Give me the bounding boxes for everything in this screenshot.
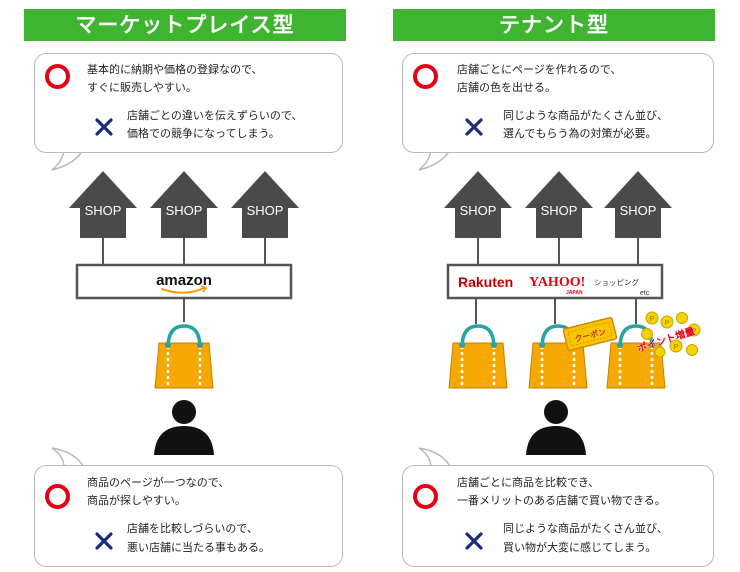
good-point-line-1: 店舗ごとにページを作れるので、 — [457, 63, 622, 76]
point-coins-icon: P P P P ポイント増量 — [635, 311, 701, 358]
shop-icon — [150, 171, 218, 238]
shop-label: SHOP — [85, 203, 122, 218]
circle-good-icon — [45, 484, 70, 509]
cross-bad-icon — [465, 118, 483, 136]
etc-label: etc — [640, 290, 650, 297]
circle-good-icon — [413, 484, 438, 509]
yahoo-japan-label: JAPAN — [566, 290, 583, 296]
good-point-line-2: すぐに販売しやすい。 — [87, 81, 197, 94]
marketplace-merchant-bubble: 基本的に納期や価格の登録なので、 すぐに販売しやすい。 店舗ごとの違いを伝えずら… — [34, 53, 343, 153]
svg-text:P: P — [674, 344, 679, 351]
good-point-line-2: 商品が探しやすい。 — [87, 494, 186, 507]
bad-point-line-1: 同じような商品がたくさん並び、 — [503, 109, 668, 122]
good-point-line-1: 基本的に納期や価格の登録なので、 — [87, 63, 263, 76]
tenant-customer-bubble: 店舗ごとに商品を比較でき、 一番メリットのある店舗で買い物できる。 同じような商… — [402, 465, 714, 567]
shop-icon — [444, 171, 512, 238]
good-point-line-2: 店舗の色を出せる。 — [457, 81, 556, 94]
shop-icon — [604, 171, 672, 238]
amazon-logo: amazon — [156, 272, 212, 289]
good-point-line-2: 一番メリットのある店舗で買い物できる。 — [457, 494, 666, 507]
customer-person-icon — [526, 400, 586, 455]
marketplace-title: マーケットプレイス型 — [24, 9, 346, 41]
bad-point-line-2: 価格での競争になってしまう。 — [127, 127, 280, 140]
coupon-ticket-icon: クーポン — [562, 316, 618, 352]
marketplace-diagram: SHOP SHOP SHOP amazon — [69, 171, 299, 455]
svg-text:P: P — [650, 316, 655, 323]
tenant-diagram: SHOP SHOP SHOP Rakuten YAHOO! JAPAN ショッピ… — [444, 171, 701, 455]
shop-icon — [69, 171, 137, 238]
bad-point-line-2: 選んでもらう為の対策が必要。 — [503, 127, 657, 140]
bad-point-line-2: 買い物が大変に感じてしまう。 — [503, 541, 657, 554]
shop-label: SHOP — [460, 203, 497, 218]
shop-icon — [525, 171, 593, 238]
platform-box — [446, 263, 664, 300]
good-point-line-1: 店舗ごとに商品を比較でき、 — [457, 476, 600, 489]
tenant-column: テナント型 店舗ごとにページを作れるので、 店舗の色を出せる。 同じような商品が… — [370, 0, 740, 572]
bad-point-line-1: 店舗ごとの違いを伝えずらいので、 — [127, 109, 303, 122]
shop-label: SHOP — [247, 203, 284, 218]
circle-good-icon — [413, 64, 438, 89]
cross-bad-icon — [95, 118, 113, 136]
cross-bad-icon — [95, 532, 113, 550]
shop-label: SHOP — [541, 203, 578, 218]
bad-point-line-1: 店舗を比較しづらいので、 — [127, 522, 258, 535]
bad-point-line-1: 同じような商品がたくさん並び、 — [503, 522, 668, 535]
shop-label: SHOP — [166, 203, 203, 218]
marketplace-column: マーケットプレイス型 基本的に納期や価格の登録なので、 すぐに販売しやすい。 店… — [24, 9, 346, 567]
shopping-label: ショッピング — [594, 277, 639, 287]
cross-bad-icon — [465, 532, 483, 550]
shop-label: SHOP — [620, 203, 657, 218]
svg-text:P: P — [665, 320, 670, 327]
rakuten-logo: Rakuten — [458, 274, 513, 290]
marketplace-customer-bubble: 商品のページが一つなので、 商品が探しやすい。 店舗を比較しづらいので、 悪い店… — [34, 465, 343, 567]
bad-point-line-2: 悪い店舗に当たる事もある。 — [127, 541, 270, 554]
customer-person-icon — [154, 400, 214, 455]
shopping-bag-icon — [448, 324, 508, 389]
shopping-bag-icon — [528, 324, 588, 389]
circle-good-icon — [45, 64, 70, 89]
good-point-line-1: 商品のページが一つなので、 — [87, 476, 230, 489]
tenant-merchant-bubble: 店舗ごとにページを作れるので、 店舗の色を出せる。 同じような商品がたくさん並び… — [402, 53, 714, 153]
tenant-title: テナント型 — [393, 9, 715, 41]
shop-icon — [231, 171, 299, 238]
yahoo-logo: YAHOO! — [529, 275, 585, 290]
shopping-bag-icon — [154, 324, 214, 389]
svg-text:P: P — [692, 328, 697, 335]
